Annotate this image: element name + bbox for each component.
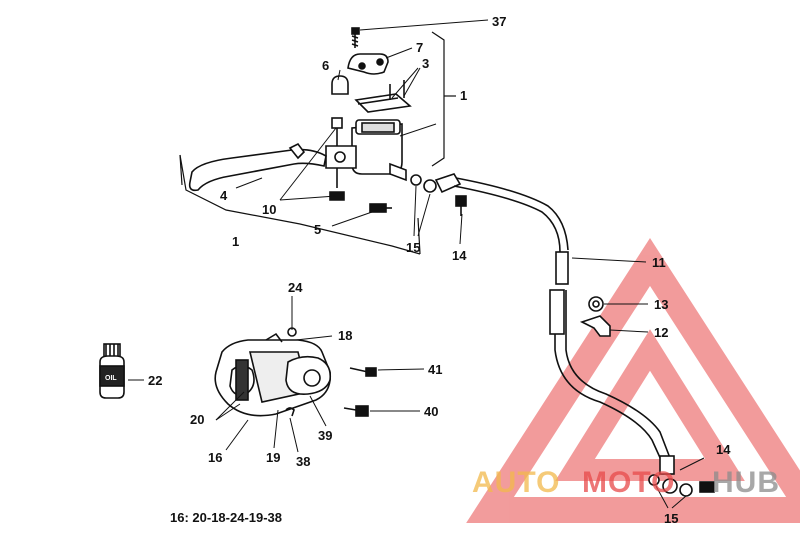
lower-fittings [648, 455, 715, 497]
label-7: 7 [416, 40, 423, 55]
brake-lever [188, 142, 327, 192]
master-cylinder-assembly [325, 27, 412, 213]
caliper-bolts [343, 367, 377, 417]
brake-caliper [214, 327, 332, 417]
brake-hose [453, 177, 671, 463]
label-41: 41 [428, 362, 442, 377]
label-5: 5 [314, 222, 321, 237]
label-6: 6 [322, 58, 329, 73]
label-13: 13 [654, 297, 668, 312]
label-15-lower: 15 [664, 511, 678, 526]
hose-clip [579, 296, 611, 337]
label-38: 38 [296, 454, 310, 469]
label-12: 12 [654, 325, 668, 340]
label-39: 39 [318, 428, 332, 443]
watermark-moto: MOTO [582, 466, 675, 499]
label-40: 40 [424, 404, 438, 419]
watermark-hub: HUB [712, 466, 780, 499]
label-19: 19 [266, 450, 280, 465]
brake-fluid-bottle: OIL [99, 343, 125, 399]
caliper-kit-note: 16: 20-18-24-19-38 [170, 510, 282, 525]
label-20: 20 [190, 412, 204, 427]
label-37: 37 [492, 14, 506, 29]
assembly-bracket [179, 31, 456, 255]
leader-lines [128, 19, 705, 509]
label-15-upper: 15 [406, 240, 420, 255]
bottle-label: OIL [105, 375, 117, 382]
label-16: 16 [208, 450, 222, 465]
watermark-auto: AUTO [472, 466, 560, 499]
label-14-upper: 14 [452, 248, 467, 263]
label-11: 11 [652, 255, 666, 270]
label-1-upper: 1 [460, 88, 467, 103]
watermark-text: AUTO MOTO HUB [472, 466, 780, 499]
label-4: 4 [220, 188, 228, 203]
banjo-fittings [410, 173, 467, 216]
label-24: 24 [288, 280, 303, 295]
label-10: 10 [262, 202, 276, 217]
callout-labels: 37 7 6 3 1 4 10 5 1 15 14 11 13 12 24 18… [148, 14, 731, 526]
watermark-logo [466, 238, 800, 523]
label-1-lower: 1 [232, 234, 239, 249]
label-3: 3 [422, 56, 429, 71]
label-18: 18 [338, 328, 352, 343]
label-14-lower: 14 [716, 442, 731, 457]
label-22: 22 [148, 373, 162, 388]
